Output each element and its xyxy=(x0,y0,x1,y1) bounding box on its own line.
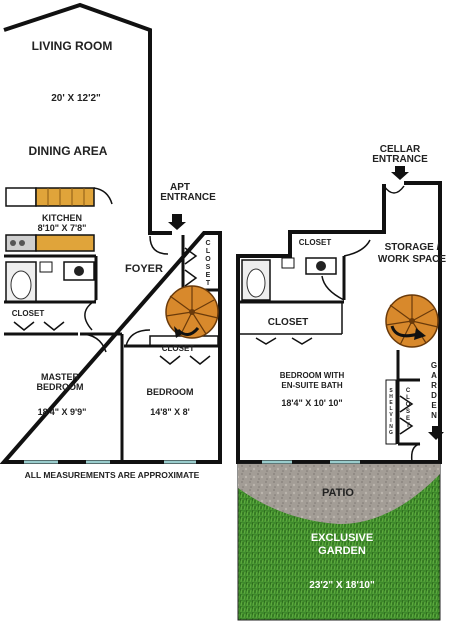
lower-closet2-vertical-label: C L O S E T xyxy=(406,388,411,429)
svg-text:C: C xyxy=(205,240,210,247)
shelving-vertical-label: S H E L V I N G xyxy=(389,388,393,436)
storage-label-line1: STORAGE / xyxy=(385,242,440,253)
bedroom-closet-label: CLOSET xyxy=(162,344,195,353)
master-bedroom-dims: 18'4" X 9'9" xyxy=(38,407,87,417)
apt-entrance-arrow-icon xyxy=(168,214,186,230)
spiral-staircase-lower xyxy=(385,294,439,348)
kitchen-door-swing xyxy=(93,187,113,205)
lower-stair-arrow-icon xyxy=(390,325,419,338)
apt-entrance-label-line1: APT xyxy=(170,182,190,193)
svg-text:T: T xyxy=(206,280,211,287)
foyer-label: FOYER xyxy=(125,263,163,275)
garden-label-line1: EXCLUSIVE xyxy=(311,532,373,544)
svg-text:O: O xyxy=(205,256,211,263)
svg-text:R: R xyxy=(431,381,437,390)
storage-label-line2: WORK SPACE xyxy=(378,254,446,265)
garden-door-swing xyxy=(410,443,421,463)
garden-dims: 23'2" X 18'10" xyxy=(309,580,375,591)
svg-text:E: E xyxy=(406,416,410,422)
svg-text:H: H xyxy=(389,394,393,400)
cellar-entrance-label-line1: CELLAR xyxy=(380,144,421,155)
toilet xyxy=(39,261,53,273)
garden-area xyxy=(237,463,441,621)
apt-door-swing xyxy=(149,235,169,255)
bathroom-door-swing xyxy=(84,299,97,331)
master-bedroom-door-swing xyxy=(79,333,107,353)
svg-text:L: L xyxy=(389,406,392,412)
lower-level-outer-wall xyxy=(236,181,442,464)
lower-level xyxy=(236,166,444,464)
patio-stone xyxy=(238,464,440,525)
main-floor-outer-wall xyxy=(0,2,222,464)
cellar-entrance-arrow-icon xyxy=(391,166,409,180)
bedroom-door-swing xyxy=(125,329,151,347)
kitchen-lower-counter xyxy=(35,234,95,252)
measurements-footnote: ALL MEASUREMENTS ARE APPROXIMATE xyxy=(25,470,200,480)
svg-text:T: T xyxy=(406,423,410,429)
garden-arrow-icon xyxy=(428,426,444,440)
apt-entrance-label-line2: ENTRANCE xyxy=(160,192,216,203)
main-floor xyxy=(0,2,222,464)
patio-label: PATIO xyxy=(322,487,354,499)
svg-text:I: I xyxy=(390,418,392,424)
stair-arrow-icon xyxy=(176,326,200,336)
shelving xyxy=(385,379,397,445)
ensuite-bedroom-dims: 18'4" X 10' 10" xyxy=(281,398,342,408)
ensuite-bedroom-label-line2: EN-SUITE BATH xyxy=(281,381,342,390)
ensuite-bedroom-label-line1: BEDROOM WITH xyxy=(280,371,345,380)
svg-text:G: G xyxy=(431,361,437,370)
kitchen-sink-counter xyxy=(5,187,37,207)
foyer-closet-vertical-label: C L O S E T xyxy=(205,240,211,287)
svg-text:E: E xyxy=(206,272,211,279)
storage-door-swing xyxy=(343,239,371,257)
lower-toilet xyxy=(281,257,295,269)
svg-text:E: E xyxy=(431,401,437,410)
svg-text:V: V xyxy=(389,412,393,418)
master-closet-doors xyxy=(13,321,65,331)
living-room-label: LIVING ROOM xyxy=(32,39,113,53)
spiral-staircase-main xyxy=(165,285,219,339)
lower-closet-label: CLOSET xyxy=(268,317,309,328)
bedroom-dims: 14'8" X 8' xyxy=(150,407,190,417)
svg-text:S: S xyxy=(206,264,211,271)
svg-text:S: S xyxy=(389,388,393,394)
svg-text:N: N xyxy=(431,411,437,420)
cellar-entrance-label-line2: ENTRANCE xyxy=(372,154,428,165)
svg-text:A: A xyxy=(431,371,437,380)
garden-vertical-label: G A R D E N xyxy=(431,361,437,420)
master-closet-label: CLOSET xyxy=(12,309,45,318)
svg-text:D: D xyxy=(431,391,437,400)
kitchen-label: KITCHEN xyxy=(42,213,82,223)
svg-text:S: S xyxy=(406,409,410,415)
svg-text:E: E xyxy=(389,400,393,406)
kitchen-dims: 8'10" X 7'8" xyxy=(38,223,87,233)
bedroom-label: BEDROOM xyxy=(147,387,194,397)
lower-bath-door-swing xyxy=(321,275,345,301)
svg-text:L: L xyxy=(406,395,410,401)
foyer-closet-doors xyxy=(184,247,198,287)
dining-area-label: DINING AREA xyxy=(29,144,108,158)
lower-closet2-doors xyxy=(399,395,414,435)
living-room-dims: 20' X 12'2" xyxy=(51,93,101,104)
garden-label-line2: GARDEN xyxy=(318,545,366,557)
svg-text:L: L xyxy=(206,248,211,255)
svg-text:O: O xyxy=(406,402,411,408)
master-bedroom-label-line2: BEDROOM xyxy=(37,382,84,392)
lower-closet-doors xyxy=(255,337,313,345)
kitchen-counter xyxy=(35,187,95,207)
svg-text:N: N xyxy=(389,424,393,430)
lower-bath-closet-label: CLOSET xyxy=(299,238,332,247)
svg-text:C: C xyxy=(406,388,411,394)
master-bedroom-label-line1: MASTER xyxy=(41,372,80,382)
bedroom-closet-doors xyxy=(159,355,211,365)
cellar-door-swing xyxy=(383,185,405,194)
svg-text:G: G xyxy=(389,430,393,436)
